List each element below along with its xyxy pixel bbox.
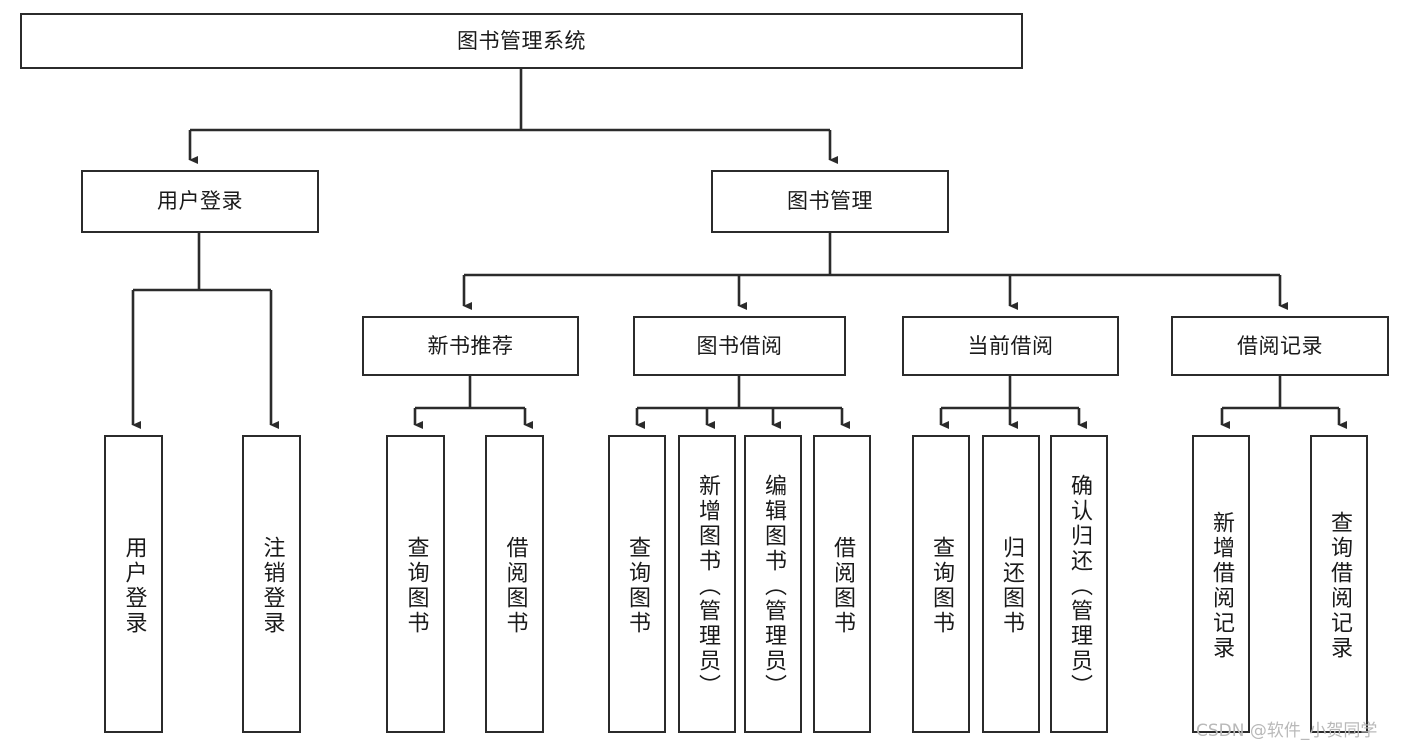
leaf-user-login[interactable]: 用户登录: [104, 435, 163, 733]
node-label: 用户登录: [157, 189, 243, 214]
node-label: 当前借阅: [967, 333, 1054, 358]
node-label: 借阅图书: [502, 536, 528, 636]
leaf-query-books-recommend[interactable]: 查询图书: [386, 435, 445, 733]
leaf-confirm-return-admin[interactable]: 确认归还（管理员）: [1050, 435, 1108, 733]
node-label: 查询借阅记录: [1327, 511, 1352, 661]
leaf-add-borrow-record[interactable]: 新增借阅记录: [1192, 435, 1250, 733]
leaf-return-books[interactable]: 归还图书: [982, 435, 1040, 733]
node-label: 新增借阅记录: [1209, 511, 1234, 661]
node-borrowing-record[interactable]: 借阅记录: [1171, 316, 1389, 376]
node-label: 借阅图书: [830, 536, 855, 636]
node-book-management[interactable]: 图书管理: [711, 170, 949, 233]
node-root-book-management-system[interactable]: 图书管理系统: [20, 13, 1023, 69]
node-label: 用户登录: [121, 536, 147, 636]
leaf-edit-book-admin[interactable]: 编辑图书（管理员）: [744, 435, 802, 733]
node-label: 查询图书: [625, 536, 650, 636]
watermark-text: CSDN @软件_小贺同学: [1196, 721, 1378, 741]
node-label: 图书借阅: [696, 333, 783, 358]
node-label: 图书管理: [787, 189, 873, 214]
node-label: 编辑图书（管理员）: [761, 474, 786, 699]
node-current-borrowing[interactable]: 当前借阅: [902, 316, 1119, 376]
node-label: 新书推荐: [427, 333, 514, 358]
leaf-logout[interactable]: 注销登录: [242, 435, 301, 733]
leaf-borrow-books-recommend[interactable]: 借阅图书: [485, 435, 544, 733]
leaf-query-borrow-record[interactable]: 查询借阅记录: [1310, 435, 1368, 733]
node-label: 注销登录: [259, 536, 285, 636]
leaf-borrow-books-borrow[interactable]: 借阅图书: [813, 435, 871, 733]
node-new-book-recommendation[interactable]: 新书推荐: [362, 316, 579, 376]
node-label: 借阅记录: [1237, 333, 1323, 358]
leaf-query-books-borrow[interactable]: 查询图书: [608, 435, 666, 733]
node-user-login[interactable]: 用户登录: [81, 170, 319, 233]
node-label: 确认归还（管理员）: [1067, 474, 1092, 699]
node-label: 查询图书: [929, 536, 954, 636]
node-label: 归还图书: [999, 536, 1024, 636]
node-label: 新增图书（管理员）: [695, 474, 720, 699]
leaf-add-book-admin[interactable]: 新增图书（管理员）: [678, 435, 736, 733]
node-book-borrowing[interactable]: 图书借阅: [633, 316, 846, 376]
leaf-query-books-current[interactable]: 查询图书: [912, 435, 970, 733]
node-label: 图书管理系统: [457, 28, 586, 53]
node-label: 查询图书: [403, 536, 429, 636]
